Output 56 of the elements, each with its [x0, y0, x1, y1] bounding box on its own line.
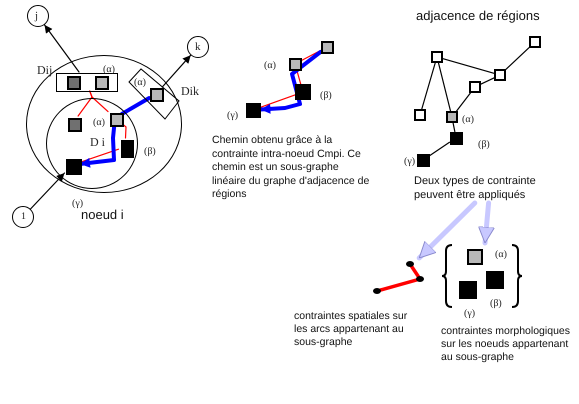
caption-text: contraintes spatiales sur les arcs appartenant au sous-graphe — [294, 310, 408, 349]
connector-line — [89, 90, 109, 112]
greek-label: (γ) — [464, 308, 476, 319]
region-square — [494, 69, 506, 81]
arrow — [416, 200, 478, 260]
connector-line — [421, 62, 436, 110]
node-circle — [12, 206, 34, 228]
greek-label: (β) — [320, 90, 332, 101]
heading-text: adjacence de régions — [416, 8, 541, 24]
connector-line — [300, 50, 322, 62]
annotation-text: Chemin obtenu grâce à la contrainte intra-noeud Cmpi. Ce chemin est un sous-graphe linéaire du graphe d'adjacence de régions — [212, 134, 370, 202]
arrow — [478, 200, 495, 246]
connector-line — [456, 92, 471, 112]
greek-label: (α) — [462, 114, 474, 125]
node-label: j — [35, 10, 38, 23]
node-circle — [187, 36, 209, 58]
arrow — [258, 50, 322, 114]
node-label: k — [195, 41, 200, 54]
greek-label: (γ) — [227, 110, 238, 121]
node-label: 1 — [21, 211, 26, 223]
node-label: Dij — [37, 63, 52, 77]
region-square — [431, 51, 443, 63]
connector-line — [452, 122, 456, 132]
caption-text: contraintes morphologiques sur les noeuds appartenant au sous-graphe — [441, 325, 571, 364]
greek-label: (α) — [103, 64, 115, 75]
connector-line — [260, 94, 296, 108]
connector-line — [442, 58, 495, 74]
node-label: D i — [90, 135, 105, 149]
connector-line — [505, 47, 530, 70]
connector-line — [480, 77, 495, 85]
region-square — [469, 81, 481, 93]
connector-line — [428, 142, 450, 156]
greek-label: (α) — [264, 60, 276, 71]
region-square — [67, 76, 81, 90]
annotation-text: Deux types de contrainte peuvent être appliqués — [412, 173, 568, 203]
node-circle — [27, 5, 49, 27]
region-square — [414, 109, 426, 121]
greek-label: (β) — [144, 146, 156, 157]
region-square — [68, 118, 82, 132]
greek-label: (γ) — [404, 156, 416, 167]
greek-label: (γ) — [72, 198, 84, 209]
arrow — [30, 172, 66, 210]
greek-label: (β) — [490, 298, 502, 309]
region-square — [529, 36, 541, 48]
greek-label: (α) — [495, 249, 507, 260]
arrow — [162, 54, 192, 88]
node-label: noeud i — [81, 207, 124, 222]
greek-label: (α) — [134, 77, 146, 88]
node-label: Dik — [181, 84, 199, 98]
connector-line — [438, 62, 452, 112]
arrow — [44, 24, 80, 73]
connector-line — [296, 70, 302, 85]
greek-label: (α) — [93, 117, 105, 128]
greek-label: (β) — [478, 139, 490, 150]
connector-line — [120, 96, 151, 116]
region-square — [320, 40, 334, 54]
